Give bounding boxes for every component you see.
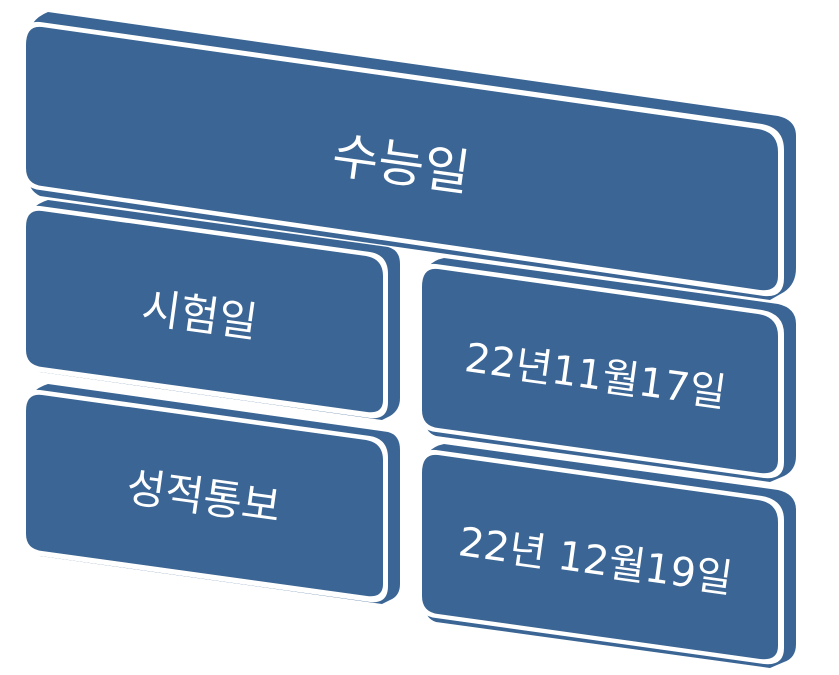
header-block: 수능일 <box>22 12 796 300</box>
row-1-title-face <box>26 210 383 413</box>
row-2-value-block: 22년 12월19일 <box>418 444 796 668</box>
row-1-title-block: 시험일 <box>22 200 400 420</box>
header-block-face <box>26 26 778 291</box>
row-1-value-block: 22년11월17일 <box>418 258 796 482</box>
row-2-title-block: 성적통보 <box>22 384 400 604</box>
row-2-title-face <box>26 394 383 597</box>
row-1-value-face <box>422 268 778 474</box>
row-2-value-face <box>422 454 778 660</box>
